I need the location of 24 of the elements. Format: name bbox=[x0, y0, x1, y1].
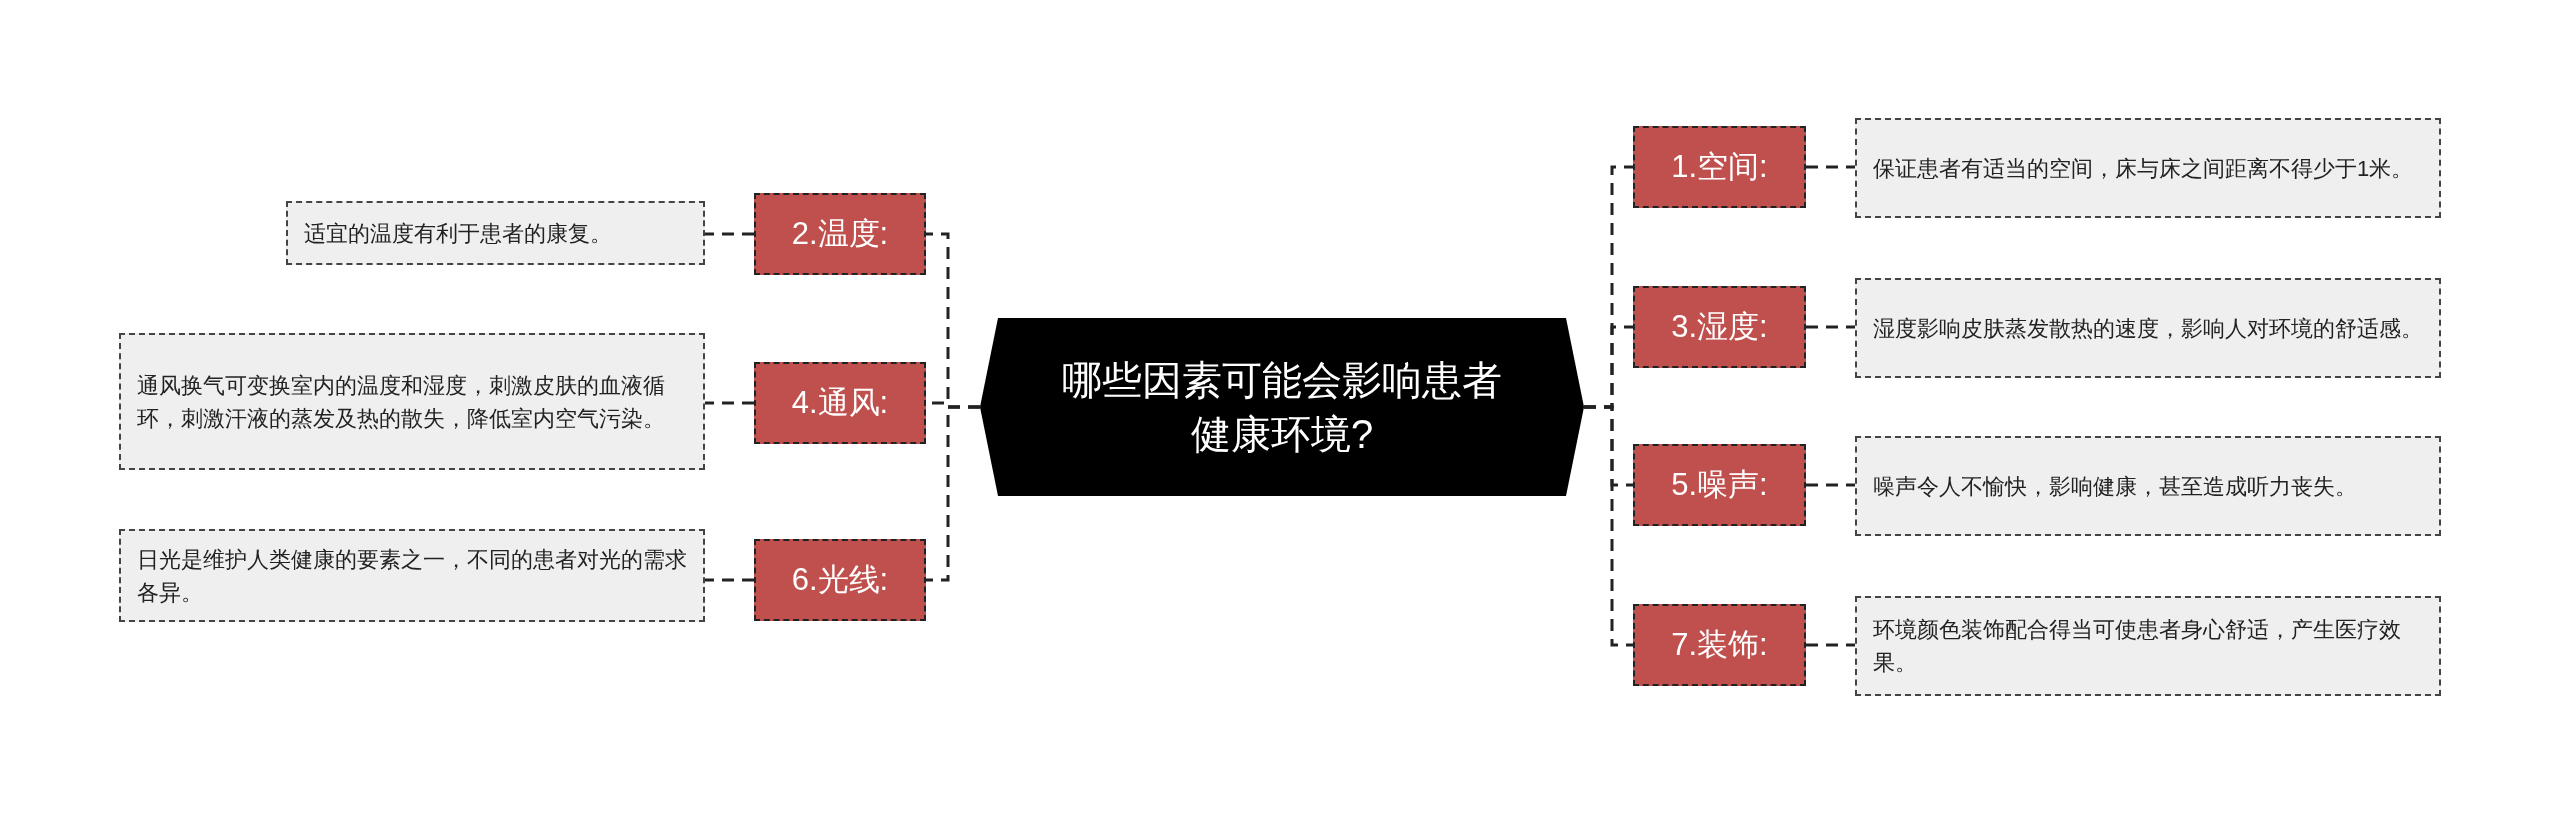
detail-box: 通风换气可变换室内的温度和湿度，刺激皮肤的血液循环，刺激汗液的蒸发及热的散失，降低室内空气污染。 bbox=[119, 333, 705, 470]
category-box: 5.噪声: bbox=[1633, 444, 1806, 526]
category-box: 6.光线: bbox=[754, 539, 926, 621]
category-box: 2.温度: bbox=[754, 193, 926, 275]
connector-line bbox=[1584, 405, 1633, 647]
connector-line bbox=[1806, 165, 1855, 169]
connector-line bbox=[926, 405, 980, 582]
topic-hexagon: 哪些因素可能会影响患者健康环境? bbox=[980, 318, 1584, 496]
detail-box: 噪声令人不愉快，影响健康，甚至造成听力丧失。 bbox=[1855, 436, 2441, 536]
category-box: 1.空间: bbox=[1633, 126, 1806, 208]
detail-box: 日光是维护人类健康的要素之一，不同的患者对光的需求各异。 bbox=[119, 529, 705, 622]
detail-box: 湿度影响皮肤蒸发散热的速度，影响人对环境的舒适感。 bbox=[1855, 278, 2441, 378]
detail-box: 适宜的温度有利于患者的康复。 bbox=[286, 201, 705, 265]
category-box: 7.装饰: bbox=[1633, 604, 1806, 686]
detail-box: 保证患者有适当的空间，床与床之间距离不得少于1米。 bbox=[1855, 118, 2441, 218]
connector-line bbox=[705, 578, 754, 582]
connector-line bbox=[705, 232, 754, 236]
category-box: 3.湿度: bbox=[1633, 286, 1806, 368]
connector-line bbox=[1806, 325, 1855, 329]
connector-line bbox=[1806, 643, 1855, 647]
detail-box: 环境颜色装饰配合得当可使患者身心舒适，产生医疗效果。 bbox=[1855, 596, 2441, 696]
connector-line bbox=[1806, 483, 1855, 487]
category-box: 4.通风: bbox=[754, 362, 926, 444]
connector-line bbox=[705, 401, 754, 405]
